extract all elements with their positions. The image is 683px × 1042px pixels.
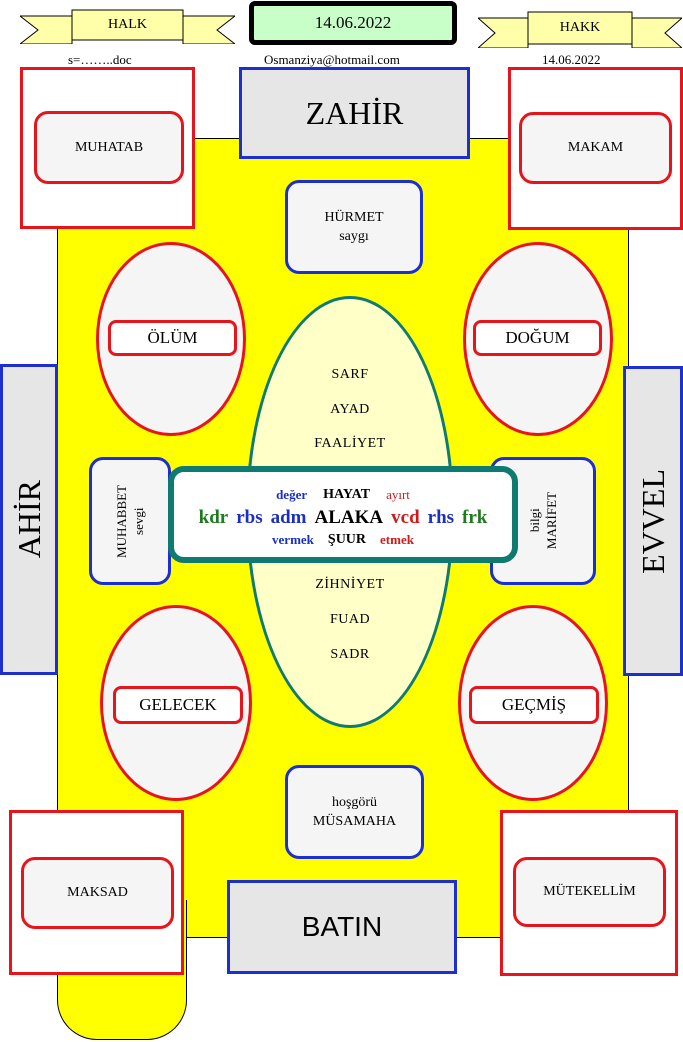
saygi-label: saygı bbox=[339, 229, 369, 244]
makam-box: MAKAM bbox=[508, 67, 683, 230]
gelecek-label-box: GELECEK bbox=[113, 686, 243, 724]
batin-label: BATIN bbox=[301, 911, 383, 942]
alaka-box: değer HAYAT ayırt kdr rbs adm ALAKA vcd … bbox=[168, 466, 518, 563]
makam-label: MAKAM bbox=[567, 140, 624, 155]
musamaha-label: MÜSAMAHA bbox=[312, 814, 397, 829]
hurmet-label: HÜRMET bbox=[324, 210, 384, 225]
maksad-label: MAKSAD bbox=[67, 885, 128, 900]
mutekellim-inner: MÜTEKELLİM bbox=[513, 857, 666, 927]
muhabbet-text: MUHABBET sevgi bbox=[113, 485, 147, 558]
date-box: 14.06.2022 bbox=[249, 1, 457, 45]
musamaha-box: hoşgörü MÜSAMAHA bbox=[285, 765, 424, 859]
doc-ref: s=……..doc bbox=[68, 52, 132, 67]
evvel-box: EVVEL bbox=[623, 366, 683, 676]
dogum-label: DOĞUM bbox=[505, 328, 570, 347]
olum-oval: ÖLÜM bbox=[96, 242, 246, 436]
right-date: 14.06.2022 bbox=[542, 52, 601, 67]
sarf-word: SARF bbox=[331, 367, 369, 382]
gecmis-label: GEÇMİŞ bbox=[501, 695, 567, 714]
muhabbet-box: MUHABBET sevgi bbox=[89, 457, 171, 585]
deger-word: değer bbox=[276, 487, 308, 502]
gecmis-label-box: GEÇMİŞ bbox=[469, 686, 599, 724]
halk-label: HALK bbox=[108, 17, 147, 32]
sevgi-label: sevgi bbox=[131, 507, 146, 535]
ribbon-shape-right bbox=[478, 11, 682, 48]
mutekellim-box: MÜTEKELLİM bbox=[500, 810, 678, 976]
zihniyet-word: ZİHNİYET bbox=[315, 577, 385, 592]
olum-label-box: ÖLÜM bbox=[108, 320, 237, 356]
frk-word: frk bbox=[462, 507, 488, 528]
hosgoru-label: hoşgörü bbox=[331, 795, 378, 810]
halk-ribbon: HALK bbox=[20, 6, 235, 44]
hakk-ribbon: HAKK bbox=[478, 8, 682, 48]
evvel-label: EVVEL bbox=[634, 468, 671, 574]
vcd-word: vcd bbox=[391, 507, 420, 528]
sadr-word: SADR bbox=[330, 647, 370, 662]
etmek-word: etmek bbox=[380, 532, 414, 547]
alaka-word: ALAKA bbox=[314, 507, 384, 528]
bilgi-label: bilgi bbox=[527, 509, 542, 533]
marifet-label: MARİFET bbox=[544, 492, 559, 550]
ahir-label: AHİR bbox=[10, 480, 47, 559]
ribbon-shape-left bbox=[20, 9, 235, 44]
email-text: Osmanziya@hotmail.com bbox=[264, 52, 400, 67]
muhabbet-label: MUHABBET bbox=[114, 484, 129, 558]
hakk-label: HAKK bbox=[559, 20, 601, 35]
dogum-oval: DOĞUM bbox=[463, 242, 613, 436]
date-box-label: 14.06.2022 bbox=[314, 13, 392, 32]
ayad-word: AYAD bbox=[330, 402, 370, 417]
suur-word: ŞUUR bbox=[327, 532, 367, 547]
gelecek-label: GELECEK bbox=[139, 695, 217, 714]
maksad-box: MAKSAD bbox=[9, 810, 184, 975]
maksad-inner: MAKSAD bbox=[21, 857, 174, 929]
adm-word: adm bbox=[270, 507, 307, 528]
marifet-text: bilgi MARİFET bbox=[526, 492, 560, 549]
zahir-label: ZAHİR bbox=[305, 94, 404, 131]
kdr-word: kdr bbox=[198, 507, 229, 528]
gelecek-oval: GELECEK bbox=[100, 605, 252, 801]
faaliyet-word: FAALİYET bbox=[314, 436, 386, 451]
makam-inner: MAKAM bbox=[519, 112, 672, 184]
hayat-row: değer HAYAT ayırt bbox=[174, 485, 512, 505]
vermek-word: vermek bbox=[272, 532, 314, 547]
rbs-word: rbs bbox=[236, 507, 263, 528]
alaka-row: kdr rbs adm ALAKA vcd rhs frk bbox=[174, 506, 512, 530]
mutekellim-label: MÜTEKELLİM bbox=[543, 884, 636, 899]
suur-row: vermek ŞUUR etmek bbox=[174, 530, 512, 550]
muhatab-inner: MUHATAB bbox=[34, 111, 184, 184]
ahir-box: AHİR bbox=[0, 364, 58, 675]
batin-box: BATIN bbox=[227, 880, 457, 974]
muhatab-label: MUHATAB bbox=[74, 139, 144, 155]
dogum-label-box: DOĞUM bbox=[473, 320, 602, 356]
hurmet-box: HÜRMET saygı bbox=[285, 180, 423, 274]
zahir-box: ZAHİR bbox=[239, 67, 470, 159]
rhs-word: rhs bbox=[427, 507, 455, 528]
gecmis-oval: GEÇMİŞ bbox=[458, 605, 608, 801]
olum-label: ÖLÜM bbox=[147, 328, 198, 347]
fuad-word: FUAD bbox=[329, 612, 371, 627]
ayirt-word: ayırt bbox=[386, 487, 410, 502]
muhatab-box: MUHATAB bbox=[20, 67, 195, 229]
hayat-word: HAYAT bbox=[323, 487, 371, 502]
